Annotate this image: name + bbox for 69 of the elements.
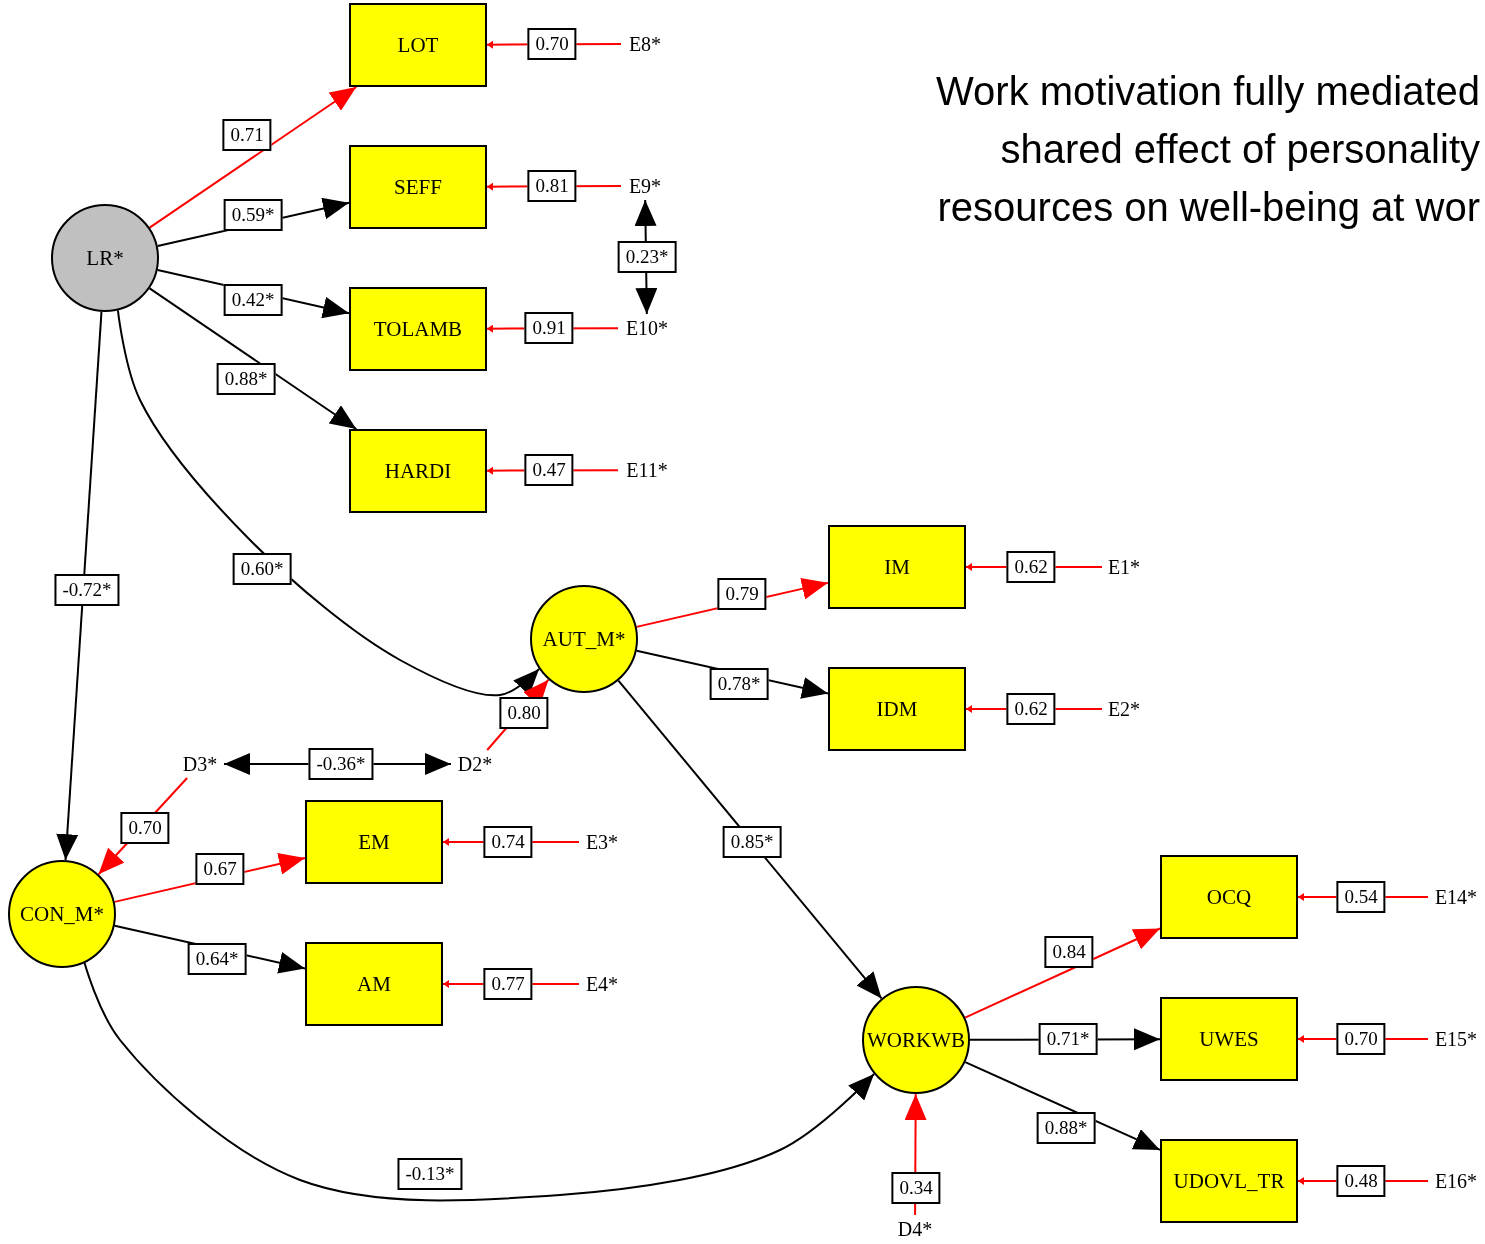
observed-variable-box: AM — [305, 942, 443, 1026]
coefficient-label: 0.48 — [1336, 1165, 1386, 1197]
error-term-label: E4* — [579, 970, 625, 998]
coefficient-label: 0.81 — [527, 170, 577, 202]
coefficient-label: 0.88* — [1036, 1112, 1096, 1144]
coefficient-label: -0.13* — [397, 1158, 463, 1190]
error-term-label: E11* — [618, 456, 676, 484]
error-term-label: E14* — [1428, 883, 1484, 911]
error-term-label: E8* — [621, 30, 669, 58]
coefficient-label: 0.77 — [483, 968, 533, 1000]
latent-variable-circle: AUT_M* — [530, 585, 638, 693]
coefficient-label: 0.60* — [232, 553, 292, 585]
coefficient-label: 0.64* — [187, 943, 247, 975]
diagram-title: Work motivation fully mediated shared effect of personality resources on well-being at wor — [935, 68, 1480, 231]
coefficient-label: -0.72* — [54, 574, 120, 606]
coefficient-label: 0.42* — [223, 284, 283, 316]
path-arrow — [964, 1061, 1161, 1151]
error-term-label: E2* — [1102, 695, 1146, 723]
path-arrow — [964, 927, 1161, 1019]
coefficient-label: 0.79 — [717, 578, 767, 610]
latent-variable-circle: LR* — [51, 204, 159, 312]
observed-variable-box: IDM — [828, 667, 966, 751]
coefficient-label: 0.62 — [1006, 693, 1056, 725]
error-term-label: D2* — [451, 750, 499, 778]
coefficient-label: 0.23* — [617, 241, 677, 273]
coefficient-label: 0.70 — [1336, 1023, 1386, 1055]
observed-variable-box: LOT — [349, 3, 487, 87]
observed-variable-box: SEFF — [349, 145, 487, 229]
coefficient-label: 0.85* — [722, 826, 782, 858]
latent-variable-circle: WORKWB — [862, 986, 970, 1094]
coefficient-label: 0.84 — [1044, 936, 1094, 968]
path-arrow — [56, 310, 103, 862]
observed-variable-box: EM — [305, 800, 443, 884]
error-term-label: E3* — [579, 828, 625, 856]
coefficient-label: 0.78* — [709, 668, 769, 700]
coefficient-label: 0.74 — [483, 826, 533, 858]
error-term-label: E10* — [618, 314, 676, 342]
coefficient-label: 0.59* — [223, 199, 283, 231]
observed-variable-box: HARDI — [349, 429, 487, 513]
coefficient-label: 0.88* — [216, 363, 276, 395]
coefficient-label: 0.34 — [891, 1172, 941, 1204]
error-term-label: D3* — [176, 750, 224, 778]
coefficient-label: 0.70 — [120, 812, 170, 844]
coefficient-label: 0.91 — [524, 312, 574, 344]
path-arrow — [617, 679, 883, 1000]
coefficient-label: 0.71* — [1038, 1023, 1098, 1055]
observed-variable-box: OCQ — [1160, 855, 1298, 939]
observed-variable-box: TOLAMB — [349, 287, 487, 371]
observed-variable-box: IM — [828, 525, 966, 609]
coefficient-label: 0.71 — [222, 119, 272, 151]
coefficient-label: 0.67 — [195, 853, 245, 885]
coefficient-label: 0.80 — [499, 697, 549, 729]
latent-variable-circle: CON_M* — [8, 860, 116, 968]
error-term-label: D4* — [891, 1215, 939, 1243]
coefficient-label: 0.47 — [524, 454, 574, 486]
path-arrow — [83, 962, 875, 1202]
path-arrow — [148, 287, 358, 430]
coefficient-label: 0.70 — [527, 28, 577, 60]
error-term-label: E16* — [1428, 1167, 1484, 1195]
path-arrow — [116, 309, 541, 697]
error-term-label: E9* — [621, 172, 669, 200]
error-term-label: E15* — [1428, 1025, 1484, 1053]
coefficient-label: 0.54 — [1336, 881, 1386, 913]
coefficient-label: 0.62 — [1006, 551, 1056, 583]
path-arrow — [148, 86, 358, 229]
observed-variable-box: UDOVL_TR — [1160, 1139, 1298, 1223]
observed-variable-box: UWES — [1160, 997, 1298, 1081]
coefficient-label: -0.36* — [308, 748, 374, 780]
error-term-label: E1* — [1102, 553, 1146, 581]
